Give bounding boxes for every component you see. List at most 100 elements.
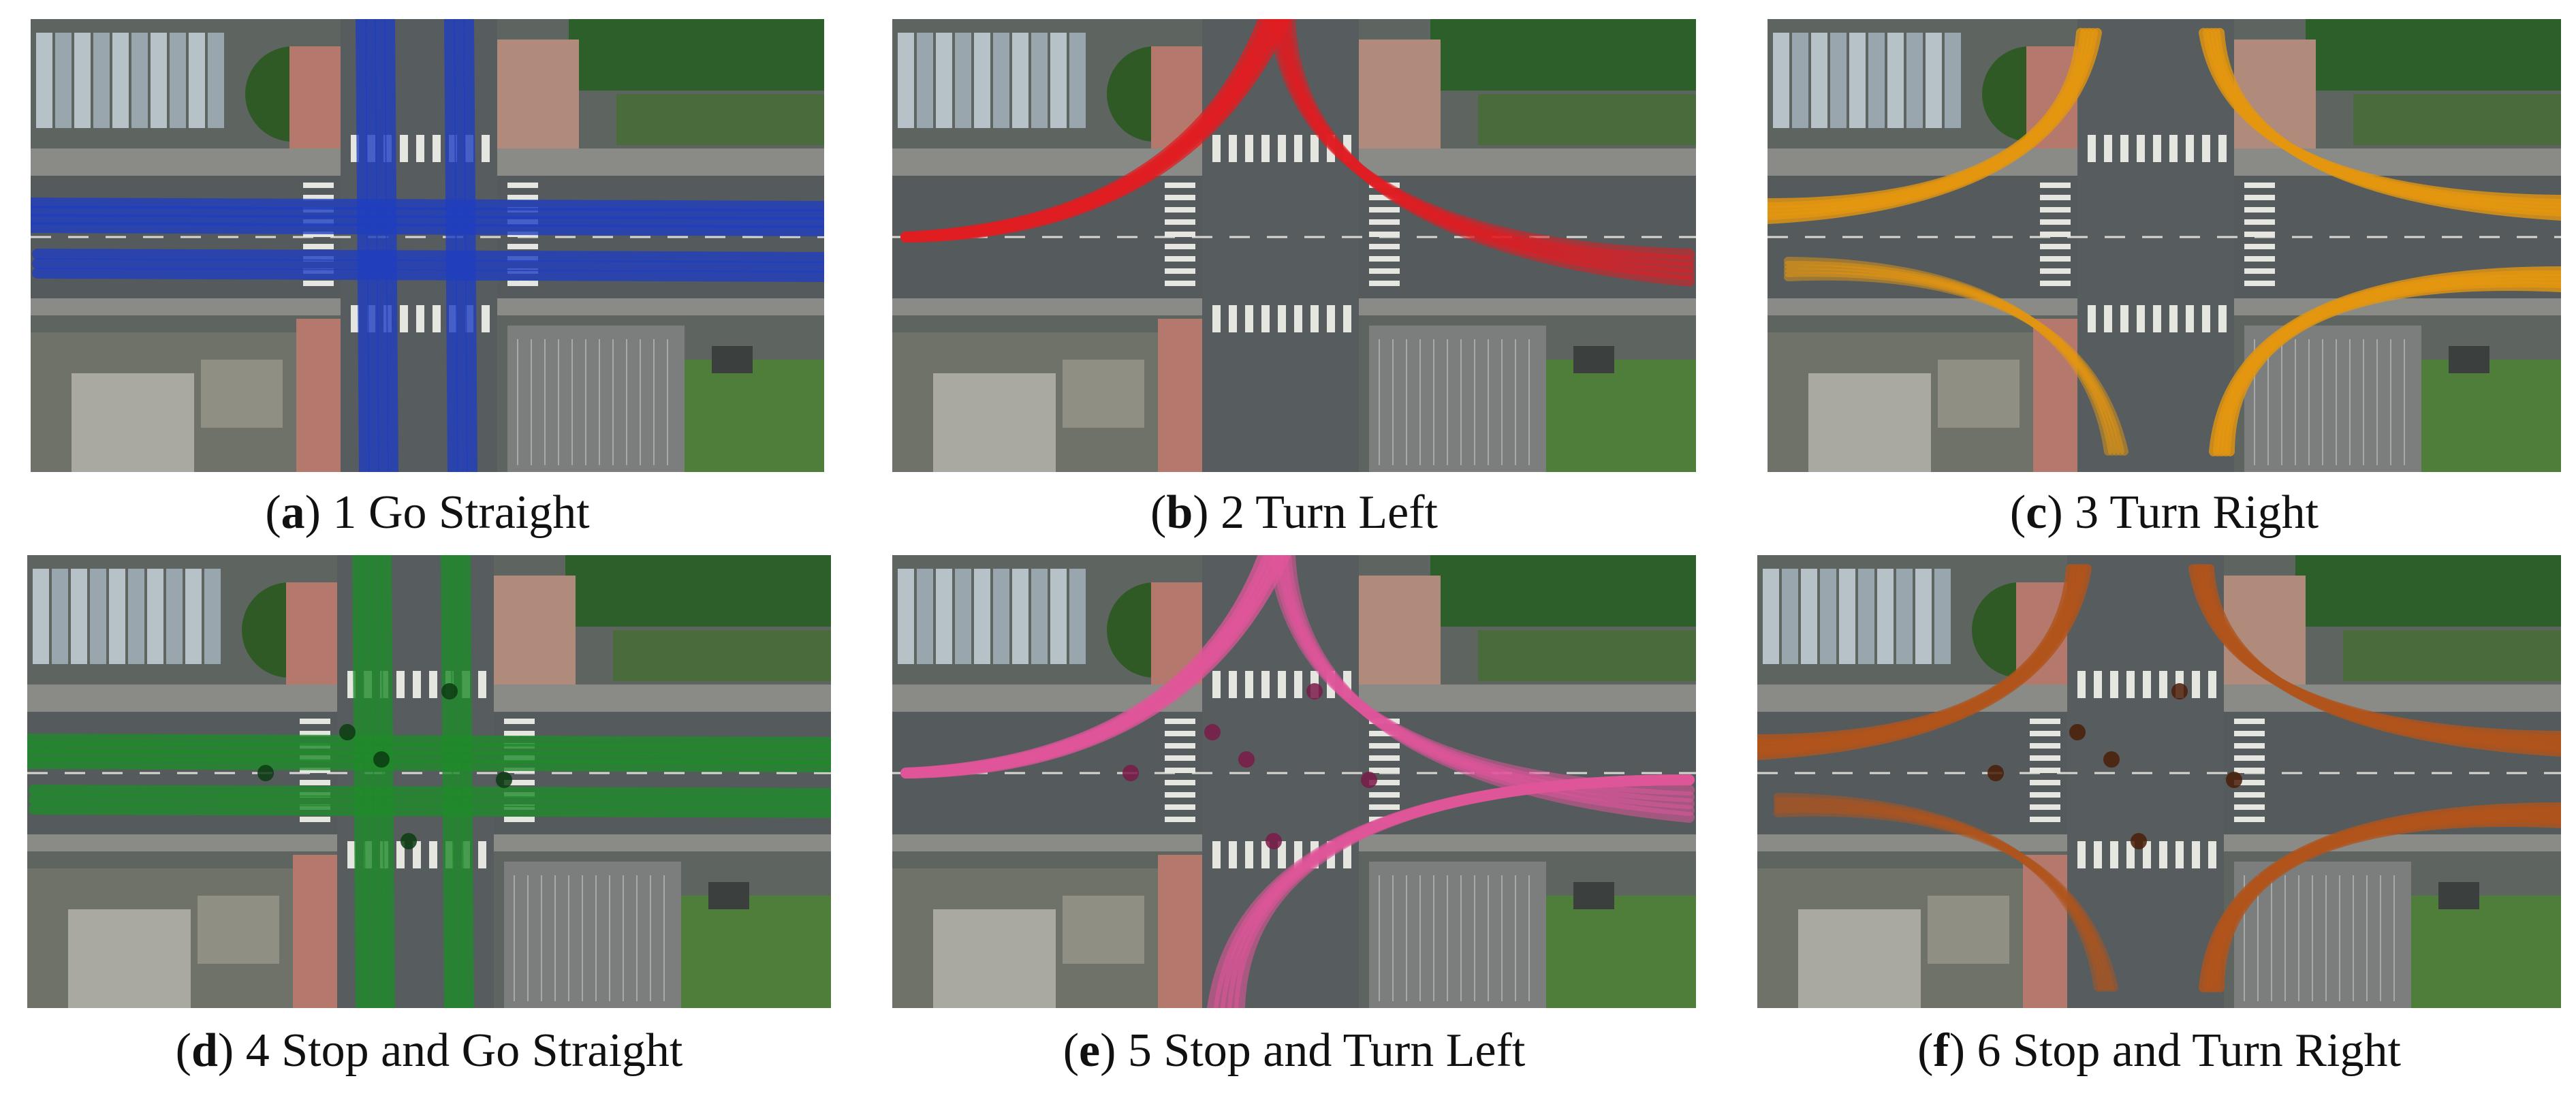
crosswalks	[2040, 135, 2275, 332]
crosswalks	[2030, 671, 2265, 868]
hedge-top-right	[1430, 19, 1696, 91]
building-rooftops	[898, 569, 1086, 664]
trajectory	[31, 214, 824, 228]
trajectory	[365, 19, 379, 472]
stop-markers	[1988, 683, 2242, 849]
caption-e: (e) 5 Stop and Turn Left	[1063, 1024, 1526, 1077]
building-rooftops	[36, 33, 224, 128]
trajectory	[27, 734, 831, 748]
trajectory	[362, 555, 376, 1008]
panel-b	[892, 19, 1696, 472]
caption-letter-e: e	[1079, 1024, 1101, 1077]
trajectory	[29, 794, 831, 808]
aerial-image-e	[892, 555, 1696, 1008]
trajectory	[352, 555, 366, 1008]
trajectory	[29, 785, 831, 799]
caption-letter-f: f	[1933, 1024, 1949, 1077]
parking-lot	[1369, 326, 1546, 472]
corner-plaza	[1359, 576, 1441, 685]
corner-plaza	[494, 576, 576, 685]
trajectory	[463, 19, 477, 472]
kiosk	[2438, 882, 2479, 909]
trajectory	[1774, 808, 2118, 992]
caption-label-f: 6 Stop and Turn Right	[1977, 1024, 2401, 1077]
caption-letter-b: b	[1166, 486, 1193, 539]
corner-plaza	[289, 46, 341, 148]
trajectory-overlay	[1757, 564, 2561, 992]
parking-lot	[1369, 862, 1546, 1008]
lawn	[1546, 360, 1696, 472]
caption-a: (a) 1 Go Straight	[265, 486, 590, 539]
trajectory	[2205, 564, 2561, 757]
trajectory	[454, 19, 468, 472]
trajectory-overlay	[900, 19, 1695, 287]
hedge-top-right	[569, 19, 824, 91]
buildings-south-west	[27, 868, 293, 1008]
grass-strip	[1478, 630, 1696, 681]
caption-label-a: 1 Go Straight	[332, 486, 590, 539]
trajectory	[1768, 28, 2102, 224]
trajectory	[2215, 817, 2561, 992]
grass-strip	[613, 630, 831, 681]
trajectory	[1285, 555, 1695, 823]
stop-markers	[257, 683, 512, 849]
corner-plaza	[286, 582, 337, 685]
buildings-south-west	[31, 332, 296, 472]
kiosk	[712, 346, 753, 373]
aerial-image-a	[31, 19, 824, 472]
hedge-top-right	[565, 555, 831, 627]
buildings-south-west	[892, 868, 1158, 1008]
panel-a	[31, 19, 824, 472]
corner-plaza	[1359, 40, 1441, 148]
buildings-south-west	[1768, 332, 2033, 472]
trajectory	[31, 222, 824, 236]
building-rooftops	[1763, 569, 1951, 664]
grass-strip	[2353, 94, 2561, 145]
trajectory	[375, 19, 389, 472]
trajectory	[900, 555, 1291, 779]
aerial-image-b	[892, 19, 1696, 472]
corner-plaza	[1158, 855, 1202, 1008]
trajectory	[32, 258, 824, 272]
kiosk	[2449, 346, 2489, 373]
lawn	[1546, 896, 1696, 1008]
stop-markers	[1122, 683, 1377, 849]
caption-label-d: 4 Stop and Go Straight	[245, 1024, 683, 1077]
corner-plaza	[296, 319, 341, 472]
trajectory	[27, 750, 831, 764]
panel-f	[1757, 555, 2561, 1008]
trajectory	[31, 198, 824, 212]
hedge-top-right	[2295, 555, 2561, 627]
trajectory	[27, 758, 831, 772]
trajectory	[441, 555, 455, 1008]
caption-label-e: 5 Stop and Turn Left	[1127, 1024, 1526, 1077]
trajectory	[900, 19, 1291, 242]
caption-b: (b) 2 Turn Left	[1150, 486, 1438, 539]
caption-letter-c: c	[2026, 486, 2047, 539]
trajectory	[2215, 28, 2561, 221]
trajectory-overlay	[31, 19, 824, 472]
trajectory	[381, 555, 395, 1008]
lawn	[685, 360, 824, 472]
parking-lot	[507, 326, 685, 472]
lawn	[681, 896, 831, 1008]
aerial-image-d	[27, 555, 831, 1008]
building-rooftops	[898, 33, 1086, 128]
trajectory-overlay	[900, 555, 1695, 1008]
caption-letter-a: a	[281, 486, 305, 539]
trajectory	[32, 268, 824, 282]
kiosk	[708, 882, 749, 909]
caption-c: (c) 3 Turn Right	[2009, 486, 2319, 539]
grass-strip	[1478, 94, 1696, 145]
trajectory	[29, 804, 831, 818]
hedge-top-right	[2306, 19, 2561, 91]
trajectory-overlay	[1768, 28, 2561, 456]
corner-plaza	[293, 855, 337, 1008]
caption-label-c: 3 Turn Right	[2075, 486, 2319, 539]
kiosk	[1573, 346, 1614, 373]
caption-letter-d: d	[191, 1024, 218, 1077]
buildings-south-west	[1757, 868, 2023, 1008]
trajectory	[31, 206, 824, 220]
corner-plaza	[497, 40, 579, 148]
caption-label-b: 2 Turn Left	[1221, 486, 1438, 539]
